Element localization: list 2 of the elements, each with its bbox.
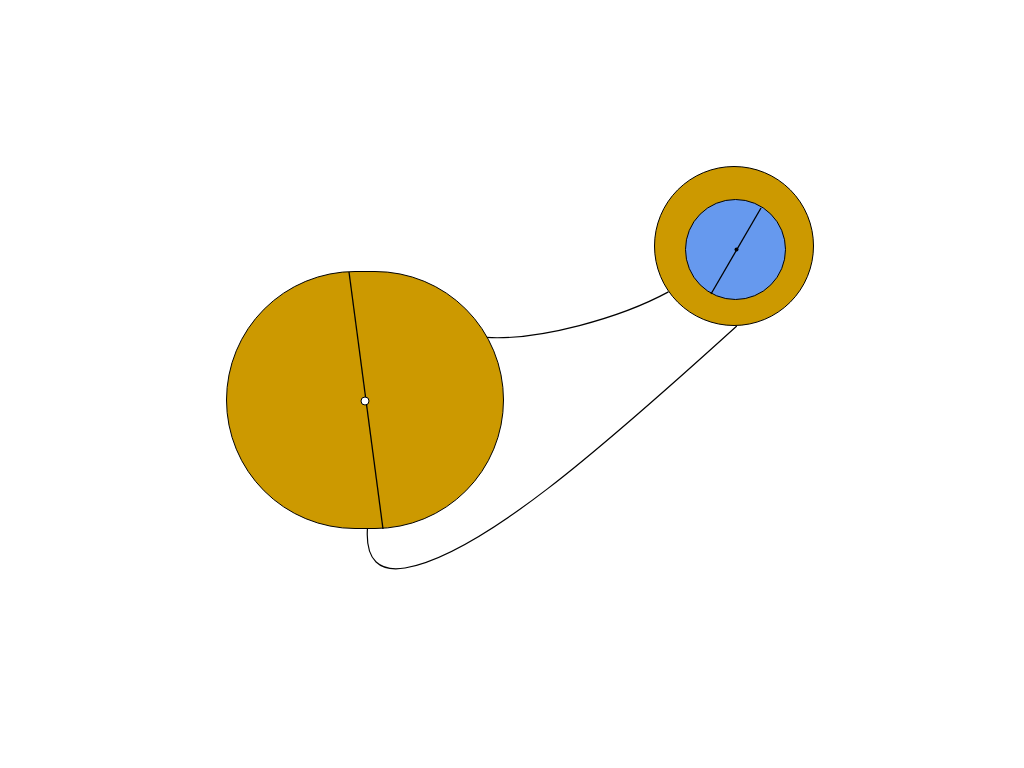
belt-line <box>485 291 670 339</box>
belt-line <box>366 325 738 570</box>
